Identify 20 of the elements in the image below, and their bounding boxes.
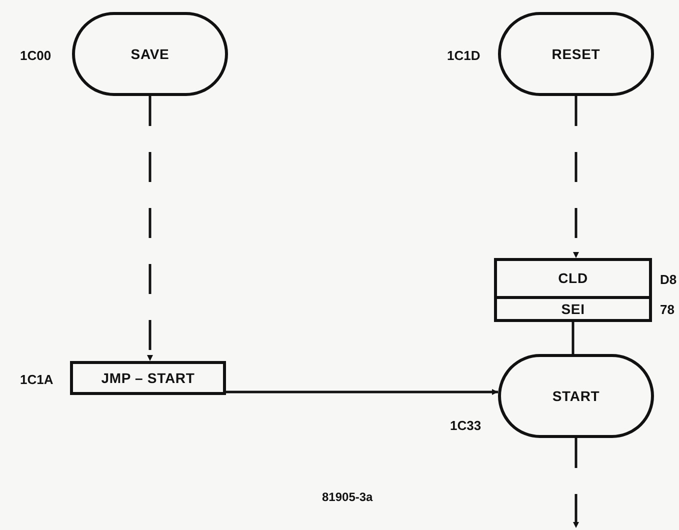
address-label: D8 [660,271,677,289]
address-label: 1C00 [20,47,52,65]
arrow [226,389,498,395]
address-label: 78 [660,301,674,319]
node-label: SAVE [130,44,170,64]
address-label: 1C1A [20,371,54,389]
process-box [70,361,226,395]
process-box [494,296,652,322]
node-label: SEI [561,300,585,318]
arrow [573,96,579,258]
node-label: CLD [558,269,588,288]
arrow [147,96,153,361]
node-label: JMP – START [101,368,195,388]
address-label: 1C1D [447,47,480,65]
address-label: 1C33 [450,417,482,435]
arrow [573,438,579,528]
node-label: START [552,386,600,406]
process-box [494,258,652,299]
node-label: RESET [552,44,600,64]
figure-number: 81905-3a [322,489,373,506]
